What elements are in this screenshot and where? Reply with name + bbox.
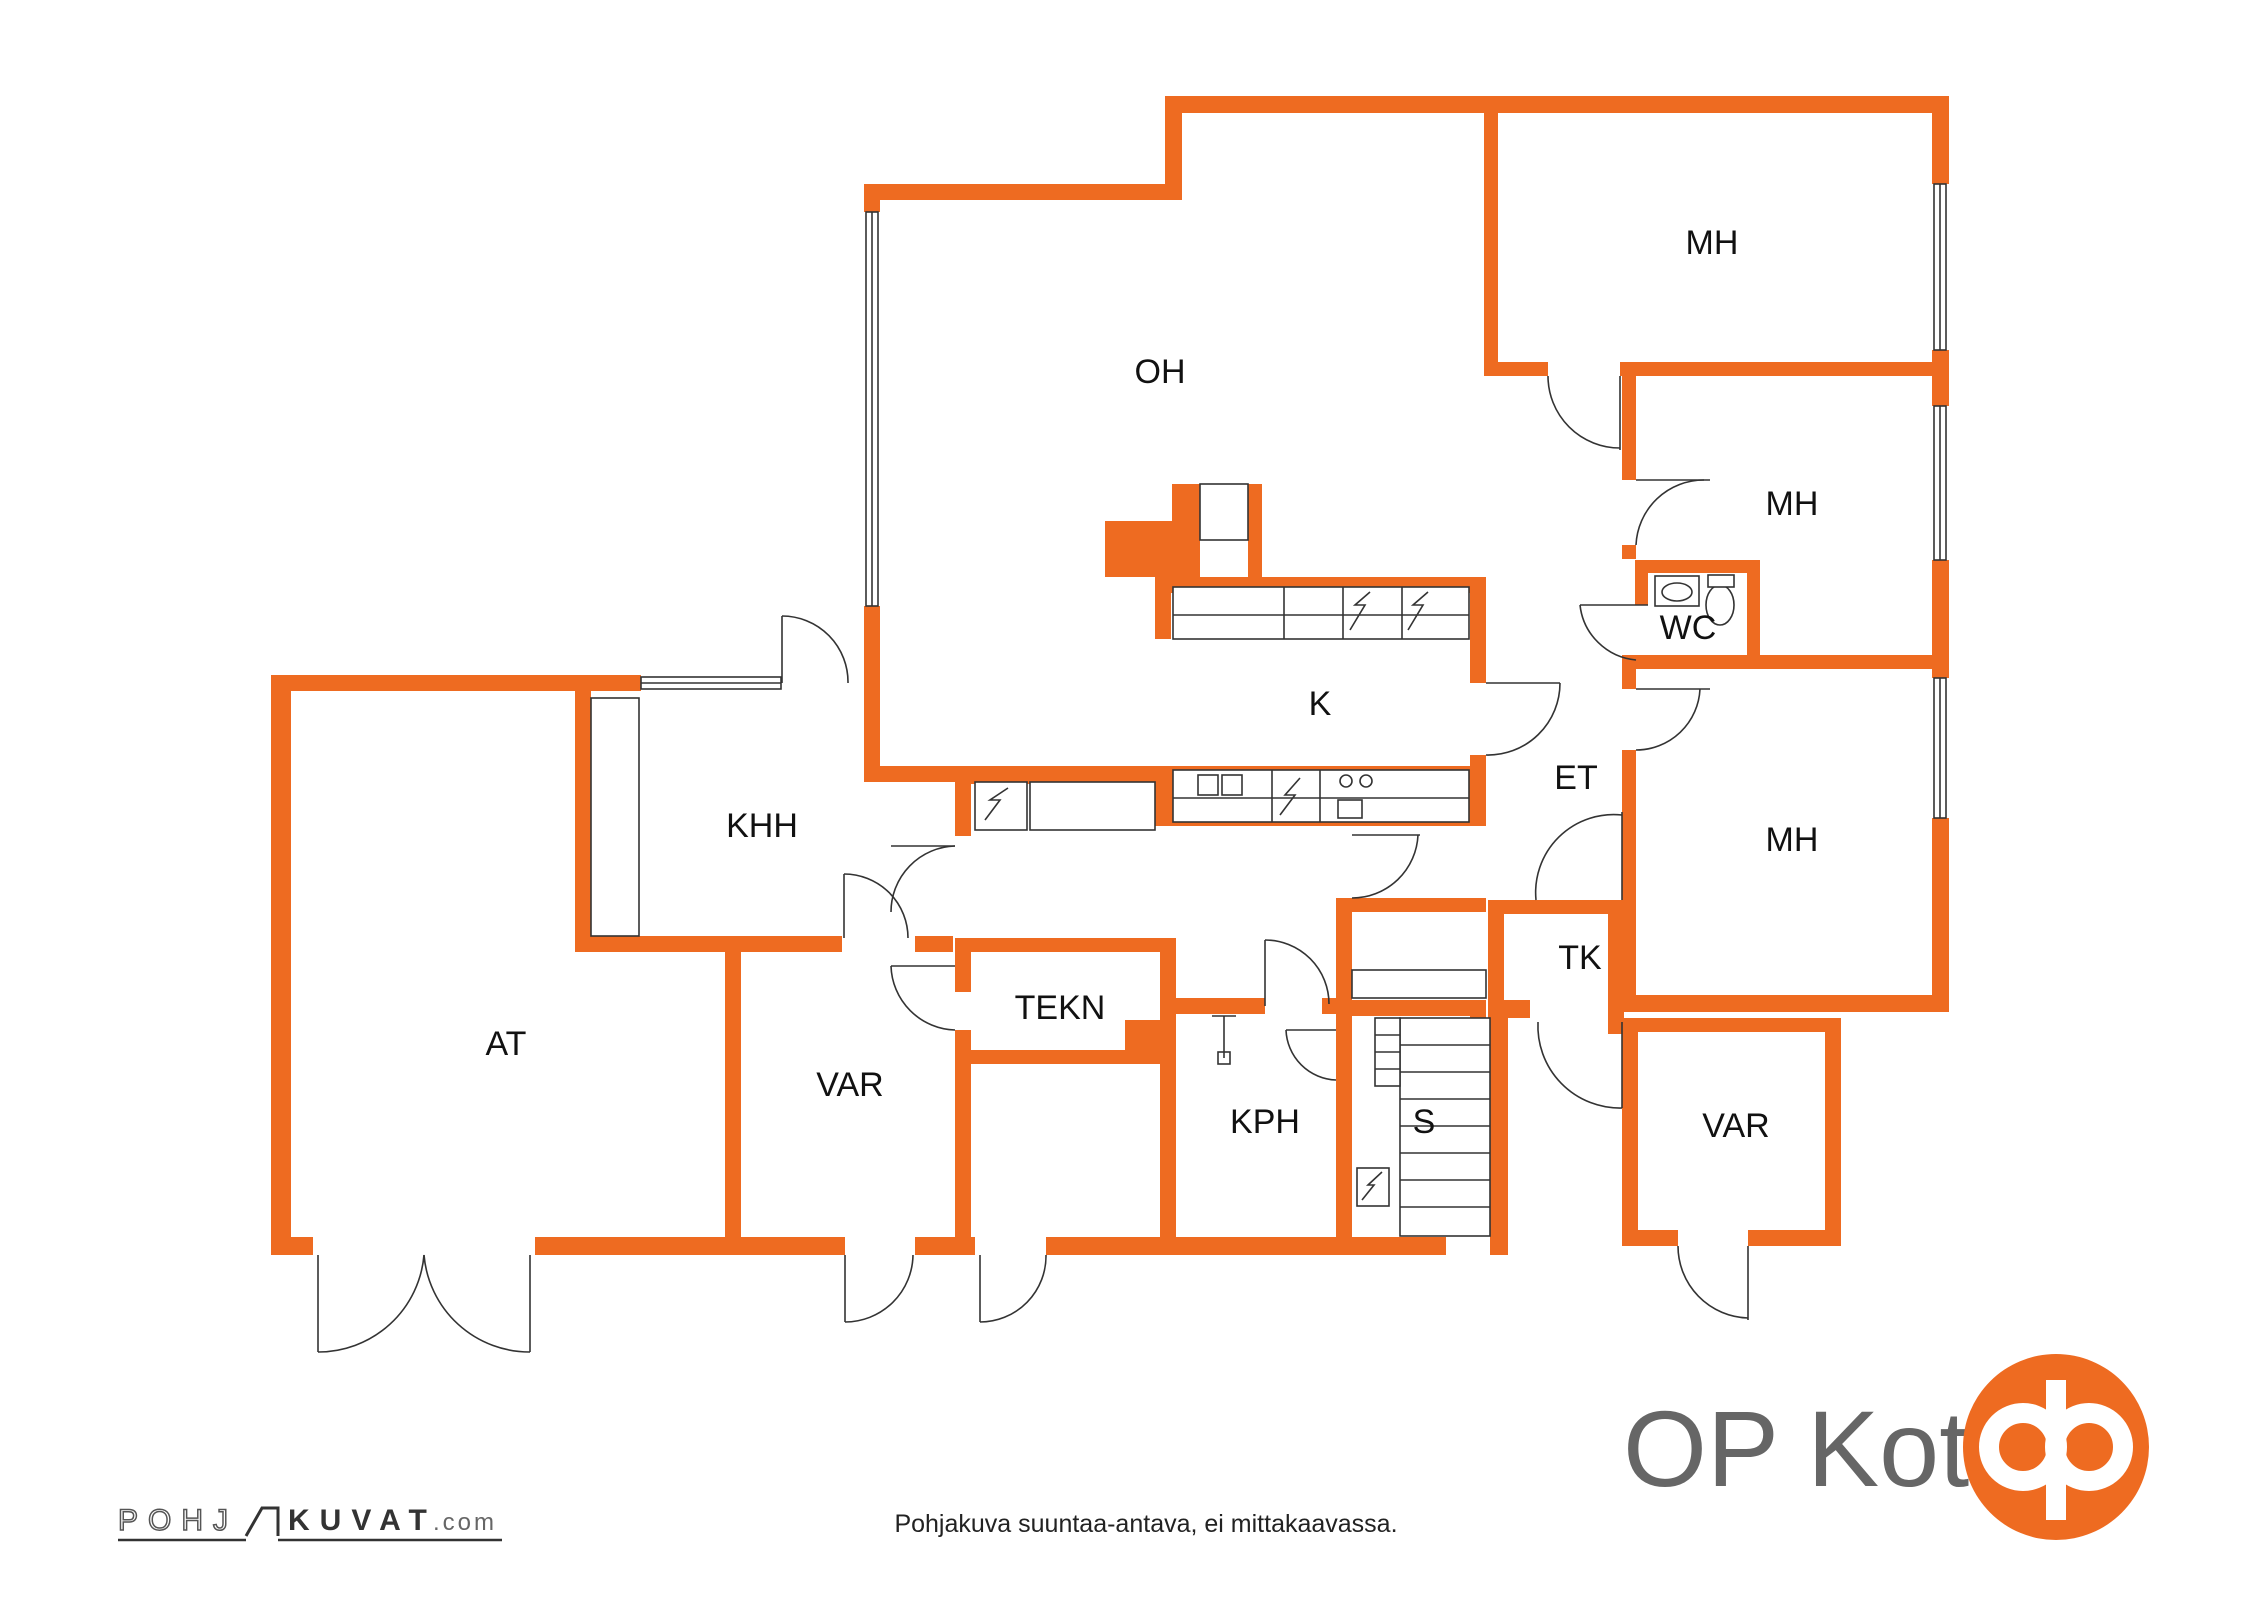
room-label-khh: KHH xyxy=(726,807,798,845)
room-label-tk: TK xyxy=(1558,939,1602,977)
brand-name: OP Koti xyxy=(1623,1388,1993,1509)
pohjakuvat-a-mark-icon xyxy=(244,1506,280,1537)
op-koti-brand: OP Koti xyxy=(1623,1354,2149,1540)
walls xyxy=(271,96,1949,1255)
pohjakuvat-part1: POHJ xyxy=(118,1504,238,1537)
room-label-kph: KPH xyxy=(1230,1103,1300,1141)
room-label-tekn: TEKN xyxy=(1015,989,1106,1027)
pohjakuvat-suffix: .com xyxy=(433,1509,497,1536)
room-label-et: ET xyxy=(1554,759,1597,797)
doors xyxy=(317,375,1749,1353)
room-label-mh-top: MH xyxy=(1686,224,1739,262)
room-label-var-left: VAR xyxy=(816,1066,883,1104)
room-label-wc: WC xyxy=(1660,609,1717,647)
stairs xyxy=(1374,1017,1491,1237)
disclaimer-text: Pohjakuva suuntaa-antava, ei mittakaavas… xyxy=(894,1510,1397,1538)
room-label-var-right: VAR xyxy=(1702,1107,1769,1145)
room-label-mh-low: MH xyxy=(1766,821,1819,859)
room-label-k: K xyxy=(1309,685,1332,723)
fixtures xyxy=(590,483,1735,1237)
pohjakuvat-part2: KUVAT xyxy=(288,1504,437,1537)
windows xyxy=(640,183,1947,819)
room-label-oh: OH xyxy=(1135,353,1186,391)
room-label-s: S xyxy=(1413,1103,1436,1141)
room-labels: OH MH MH WC K ET MH KHH TK TEKN AT VAR K… xyxy=(486,224,1819,1145)
op-logo-icon xyxy=(1963,1354,2149,1540)
room-label-at: AT xyxy=(486,1025,527,1063)
room-label-mh-mid: MH xyxy=(1766,485,1819,523)
pohjakuvat-logo: POHJ KUVAT .com xyxy=(117,1503,502,1542)
